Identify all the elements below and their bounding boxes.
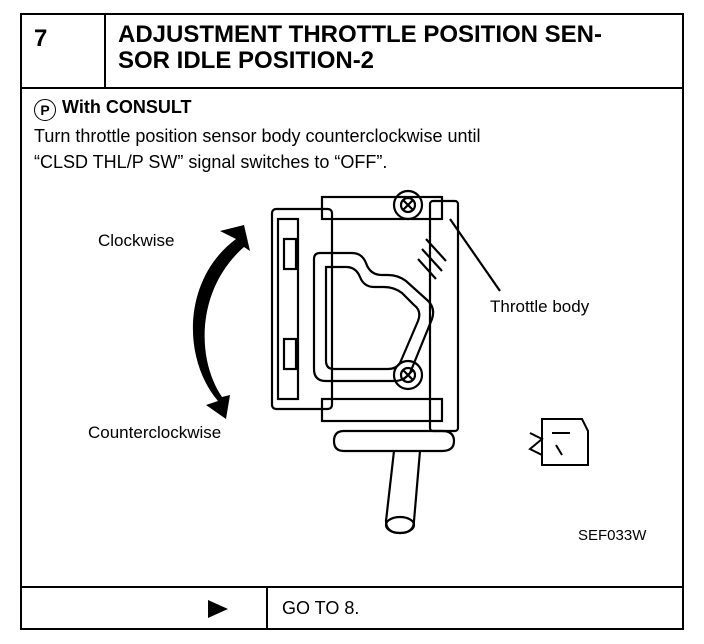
step-number: 7 — [22, 15, 106, 87]
double-arrow-curve-icon — [192, 225, 250, 419]
throttle-body-drawing — [270, 189, 501, 535]
consult-label: With CONSULT — [62, 97, 192, 117]
step-title: ADJUSTMENT THROTTLE POSITION SEN- SOR ID… — [118, 22, 668, 74]
triangle-right-icon — [208, 600, 228, 618]
instruction-line-1: Turn throttle position sensor body count… — [34, 126, 481, 146]
label-clockwise: Clockwise — [98, 231, 175, 250]
procedure-sheet: 7 ADJUSTMENT THROTTLE POSITION SEN- SOR … — [20, 13, 684, 630]
next-step-link[interactable]: GO TO 8. — [282, 598, 360, 618]
footer-arrow-cell — [22, 588, 268, 630]
consult-heading: P With CONSULT — [34, 97, 191, 121]
instruction-text: Turn throttle position sensor body count… — [34, 123, 674, 175]
step-title-line-1: ADJUSTMENT THROTTLE POSITION SEN- — [118, 21, 603, 48]
label-throttle-body: Throttle body — [490, 297, 590, 316]
step-header: 7 ADJUSTMENT THROTTLE POSITION SEN- SOR … — [22, 15, 682, 89]
connector-icon — [528, 418, 589, 466]
figure-code: SEF033W — [578, 527, 647, 544]
step-body: P With CONSULT Turn throttle position sen… — [22, 89, 682, 586]
throttle-sensor-illustration — [192, 189, 589, 535]
label-counterclockwise: Counterclockwise — [88, 423, 222, 442]
step-title-line-2: SOR IDLE POSITION-2 — [118, 47, 375, 74]
step-footer: GO TO 8. — [22, 586, 682, 630]
consult-p-icon: P — [34, 99, 56, 121]
instruction-line-2: “CLSD THL/P SW” signal switches to “OFF”… — [34, 152, 388, 172]
